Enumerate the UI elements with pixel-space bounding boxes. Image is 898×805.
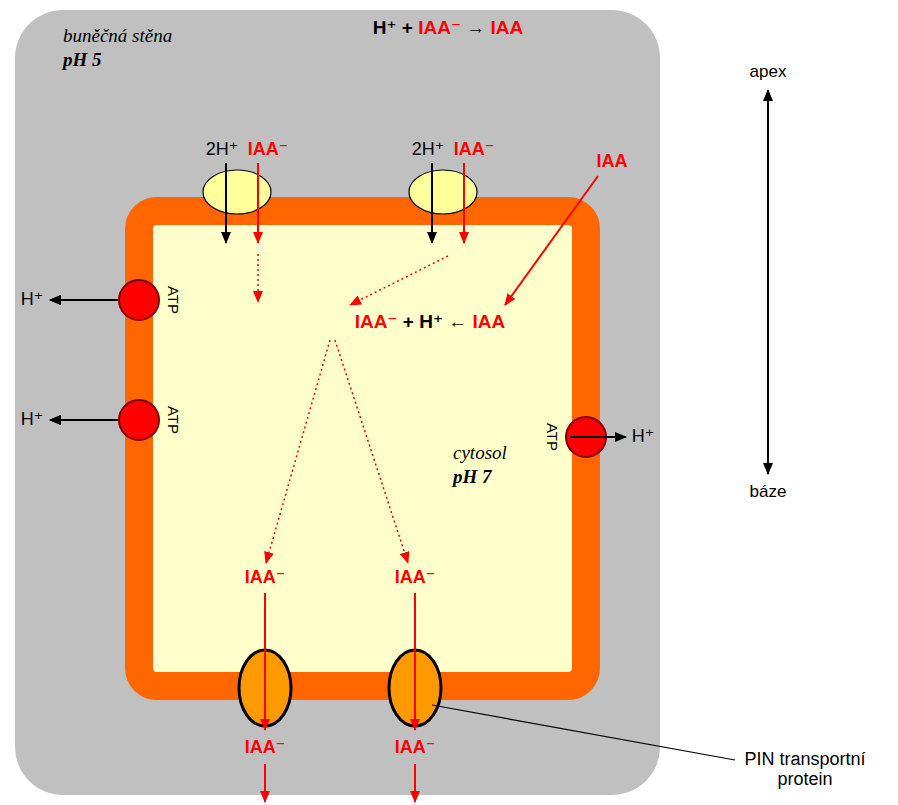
proton-arrow xyxy=(50,419,118,421)
ph-value: pH 5 xyxy=(63,50,102,71)
atp-label: ATP xyxy=(165,286,182,314)
ph-value: pH 7 xyxy=(453,467,492,488)
auxin-label: IAA⁻ xyxy=(395,738,436,758)
ion-label: H⁺ xyxy=(21,290,44,310)
symporter xyxy=(409,170,477,214)
region-name: cytosol xyxy=(453,443,507,464)
dotted-arrow xyxy=(350,256,448,305)
atp-label: ATP xyxy=(165,406,182,434)
proton-pump xyxy=(119,400,159,440)
auxin-label: IAA xyxy=(597,152,628,172)
ion-label: 2H⁺ xyxy=(412,140,445,160)
proton-arrow xyxy=(570,436,626,438)
cell-wall: buněčná stěna pH 5 cytosol pH 7 xyxy=(15,10,660,795)
auxin-label: IAA⁻ xyxy=(245,568,286,588)
proton-arrow xyxy=(225,163,227,243)
efflux-arrow xyxy=(414,764,416,802)
atp-label: ATP xyxy=(544,423,561,451)
callout-label: PIN transportní protein xyxy=(718,750,893,790)
efflux-arrow xyxy=(264,593,266,730)
proton-pump xyxy=(119,280,159,320)
diffusion-arrow xyxy=(505,176,598,305)
auxin-label: IAA⁻ xyxy=(248,140,289,160)
auxin-label: IAA⁻ xyxy=(395,568,436,588)
axis-label: apex xyxy=(750,63,787,82)
ion-label: 2H⁺ xyxy=(206,140,239,160)
ion-label: H⁺ xyxy=(632,427,655,447)
auxin-label: IAA⁻ xyxy=(454,140,495,160)
leader-line xyxy=(432,705,735,760)
polarity-axis xyxy=(767,90,769,474)
proton-arrow xyxy=(50,299,118,301)
auxin-arrow xyxy=(463,163,465,243)
dotted-arrow xyxy=(257,254,259,302)
efflux-arrow xyxy=(414,593,416,730)
region-name: buněčná stěna xyxy=(63,26,172,47)
auxin-arrow xyxy=(257,163,259,243)
dotted-arrow xyxy=(335,340,408,563)
dotted-arrow xyxy=(266,340,330,563)
symporter xyxy=(203,170,271,214)
auxin-label: IAA⁻ xyxy=(245,738,286,758)
ion-label: H⁺ xyxy=(21,410,44,430)
reaction-equation: IAA⁻ + H⁺ ← IAA xyxy=(355,312,505,333)
reaction-equation: H⁺ + IAA⁻ → IAA xyxy=(373,18,523,39)
axis-label: báze xyxy=(750,483,787,502)
proton-arrow xyxy=(431,163,433,243)
efflux-arrow xyxy=(264,764,266,802)
